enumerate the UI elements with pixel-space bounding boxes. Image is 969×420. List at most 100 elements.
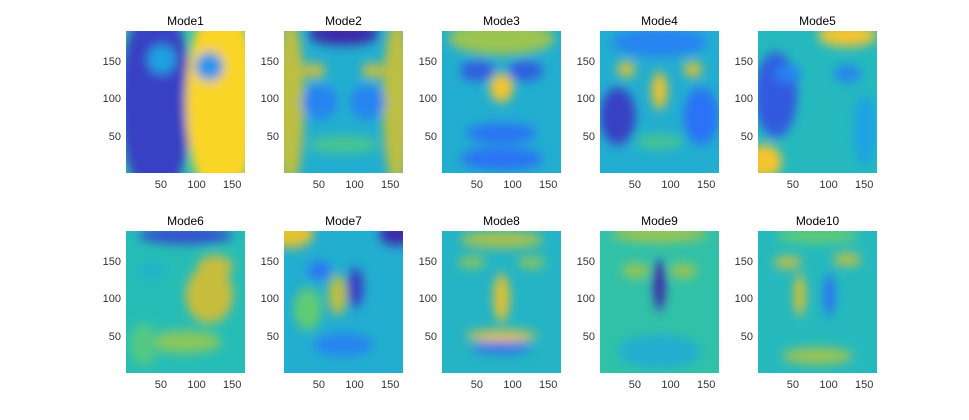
panel-title: Mode8 (483, 214, 520, 228)
intensity-region (137, 231, 234, 244)
x-tick-label: 50 (154, 379, 168, 391)
intensity-region (382, 31, 403, 173)
intensity-region (683, 62, 703, 77)
intensity-region (465, 330, 538, 342)
panel-title: Mode4 (641, 14, 678, 28)
intensity-region (379, 231, 403, 246)
intensity-region (135, 262, 165, 280)
intensity-region (293, 287, 323, 331)
x-tick-label: 50 (628, 179, 642, 191)
y-tick-label: 150 (260, 56, 279, 69)
intensity-region (459, 147, 544, 171)
intensity-region (611, 31, 708, 57)
intensity-region (457, 256, 487, 268)
intensity-region (328, 275, 348, 315)
panel-title: Mode3 (483, 14, 520, 28)
intensity-region (284, 31, 305, 173)
y-tick-label: 50 (108, 330, 121, 343)
intensity-region (611, 231, 708, 243)
intensity-region (471, 341, 532, 354)
intensity-region (195, 52, 224, 81)
panel-title: Mode1 (167, 14, 204, 28)
eigenface-image (284, 231, 403, 373)
panel-title: Mode2 (325, 14, 362, 28)
x-tick-label: 100 (187, 179, 206, 191)
intensity-region (600, 87, 636, 145)
x-tick-label: 50 (628, 379, 642, 391)
y-tick-label: 150 (576, 256, 595, 269)
x-tick-label: 50 (312, 379, 326, 391)
eigenface-image (758, 231, 877, 373)
x-tick-label: 150 (696, 379, 716, 391)
x-tick-label: 100 (503, 379, 522, 391)
intensity-region (307, 136, 380, 154)
x-tick-label: 50 (470, 379, 484, 391)
y-tick-label: 50 (740, 130, 753, 143)
x-tick-label: 100 (187, 379, 206, 391)
intensity-region (349, 84, 386, 120)
intensity-region (817, 31, 877, 47)
eigenface-image (600, 231, 719, 373)
y-tick-label: 100 (260, 293, 279, 306)
intensity-region (683, 87, 719, 145)
intensity-region (616, 62, 636, 77)
x-tick-label: 50 (470, 179, 484, 191)
y-tick-label: 150 (734, 56, 753, 69)
eigenface-image (284, 31, 403, 173)
x-tick-label: 50 (312, 179, 326, 191)
x-tick-label: 100 (345, 179, 364, 191)
y-tick-label: 50 (582, 330, 595, 343)
x-tick-label: 100 (819, 179, 838, 191)
intensity-region (347, 267, 364, 308)
x-tick-label: 150 (380, 179, 400, 191)
intensity-region (465, 123, 538, 144)
x-tick-label: 50 (786, 179, 800, 191)
x-tick-label: 150 (222, 379, 242, 391)
x-tick-label: 150 (696, 179, 716, 191)
intensity-region (185, 266, 234, 324)
y-tick-label: 150 (260, 256, 279, 269)
intensity-region (147, 45, 176, 74)
intensity-region (775, 231, 860, 244)
y-tick-label: 100 (576, 293, 595, 306)
panel-title: Mode7 (325, 214, 362, 228)
eigenface-image (126, 231, 245, 373)
x-tick-label: 150 (538, 379, 558, 391)
intensity-region (459, 60, 496, 81)
x-tick-label: 100 (819, 379, 838, 391)
panel-title: Mode9 (641, 214, 678, 228)
intensity-region (773, 65, 803, 83)
y-tick-label: 150 (102, 56, 121, 69)
intensity-region (459, 231, 544, 249)
intensity-region (669, 263, 698, 278)
intensity-region (832, 65, 862, 83)
mode-panel: Mode9 50 100 150 50 100 150 (577, 214, 719, 391)
y-tick-label: 50 (266, 330, 279, 343)
intensity-region (793, 273, 806, 317)
y-tick-label: 50 (424, 130, 437, 143)
intensity-region (507, 60, 544, 81)
y-tick-label: 150 (576, 56, 595, 69)
eigenface-image (758, 31, 877, 173)
x-tick-label: 150 (538, 179, 558, 191)
intensity-region (361, 63, 386, 78)
panel-title: Mode5 (799, 14, 836, 28)
x-tick-label: 100 (503, 179, 522, 191)
y-tick-label: 100 (418, 293, 437, 306)
x-tick-label: 100 (661, 379, 680, 391)
y-tick-label: 50 (582, 130, 595, 143)
eigenface-image (600, 31, 719, 173)
x-tick-label: 50 (786, 379, 800, 391)
intensity-region (301, 84, 338, 120)
y-tick-label: 150 (102, 256, 121, 269)
intensity-region (307, 262, 332, 280)
intensity-region (149, 330, 222, 354)
y-tick-label: 100 (102, 293, 121, 306)
y-tick-label: 50 (108, 130, 121, 143)
eigenface-image (442, 231, 561, 373)
